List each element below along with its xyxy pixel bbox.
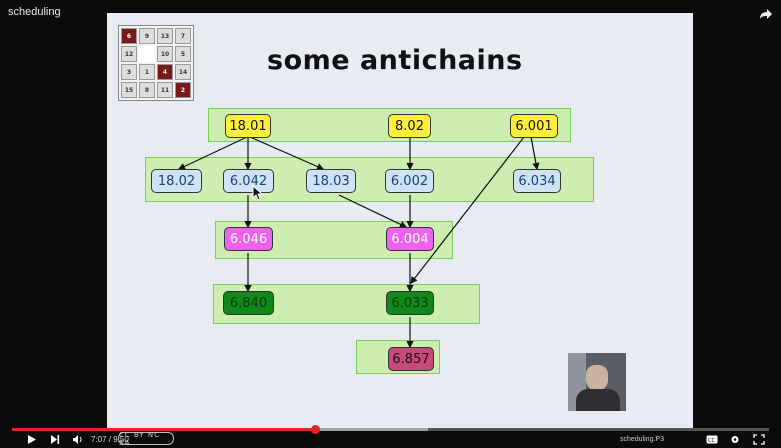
progress-thumb[interactable] <box>310 425 320 434</box>
progress-bar[interactable] <box>12 425 769 434</box>
puzzle-tile: 14 <box>175 64 191 80</box>
puzzle-tile: 12 <box>121 46 137 62</box>
course-node-8-02: 8.02 <box>388 114 431 138</box>
play-icon[interactable] <box>26 434 38 445</box>
slide-title: some antichains <box>267 45 523 76</box>
puzzle-tile: 5 <box>175 46 191 62</box>
puzzle-tile <box>139 46 155 62</box>
course-node-6-857: 6.857 <box>388 347 434 371</box>
course-node-18-01: 18.01 <box>225 114 271 138</box>
next-icon[interactable] <box>49 434 61 445</box>
course-node-6-001: 6.001 <box>510 114 558 138</box>
puzzle-tile: 13 <box>157 28 173 44</box>
course-node-6-002: 6.002 <box>385 169 434 193</box>
captions-icon[interactable]: CC <box>706 434 718 445</box>
course-node-6-033: 6.033 <box>386 291 434 315</box>
course-node-6-034: 6.034 <box>513 169 561 193</box>
cc-license-logo: CC BY NC SA <box>118 431 174 447</box>
puzzle-tile: 4 <box>157 64 173 80</box>
player-controls: 7:07 / 9:50 CC BY NC SA scheduling.P3 CC <box>0 431 781 448</box>
puzzle-tile: 11 <box>157 82 173 98</box>
puzzle-tile: 3 <box>121 64 137 80</box>
presenter-webcam <box>568 353 626 411</box>
course-node-6-046: 6.046 <box>224 227 273 251</box>
course-node-6-004: 6.004 <box>386 227 434 251</box>
share-icon[interactable] <box>759 8 773 20</box>
puzzle-tile: 2 <box>175 82 191 98</box>
course-node-6-840: 6.840 <box>223 291 274 315</box>
fullscreen-icon[interactable] <box>753 434 765 445</box>
puzzle-tile: 6 <box>121 28 137 44</box>
puzzle-tile: 15 <box>121 82 137 98</box>
video-watermark: scheduling.P3 <box>620 436 664 443</box>
puzzle-tile: 9 <box>139 28 155 44</box>
course-node-18-03: 18.03 <box>306 169 356 193</box>
mouse-cursor-icon <box>252 185 264 201</box>
svg-text:CC: CC <box>708 438 715 444</box>
puzzle-tile: 7 <box>175 28 191 44</box>
volume-icon[interactable] <box>72 434 84 445</box>
puzzle-tile: 10 <box>157 46 173 62</box>
time-display: 7:07 / 9:50 <box>91 435 129 444</box>
course-node-6-042: 6.042 <box>223 169 274 193</box>
video-title[interactable]: scheduling <box>8 6 61 18</box>
puzzle-tile: 8 <box>139 82 155 98</box>
course-node-18-02: 18.02 <box>151 169 202 193</box>
progress-played <box>12 428 315 431</box>
puzzle-tile: 1 <box>139 64 155 80</box>
settings-icon[interactable] <box>729 434 741 445</box>
